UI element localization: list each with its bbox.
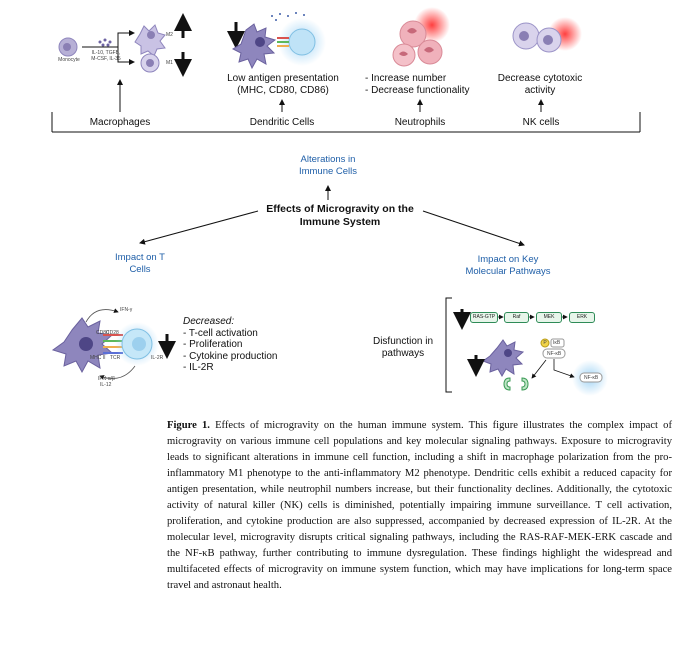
tcell-tiny-ifnab: IFN-α/β (98, 376, 115, 382)
cytokine-dots (98, 38, 112, 47)
nfkb1-label: NF-κB (547, 351, 562, 357)
m2-label: M2 (166, 32, 173, 38)
cells-bracket (51, 112, 641, 133)
tcell-tiny-mhc: MHC II (90, 355, 106, 361)
decreased-item: - IL-2R (183, 362, 214, 373)
tcell-tiny-il12: IL-12 (100, 382, 112, 388)
nk-cells-label: NK cells (522, 117, 560, 128)
tcell-tiny-ifng: IFN-γ (120, 307, 133, 313)
pathway-bracket (445, 297, 452, 393)
nfkb-to-degradation (531, 359, 547, 379)
cascade-ras: RAS-GTP (470, 312, 498, 323)
decreased-item: - Cytokine production (183, 350, 278, 362)
decreased-item: - T-cell activation (183, 327, 258, 339)
neutrophil-cells (392, 20, 443, 67)
caption-label: Figure 1. (167, 420, 210, 431)
nk-cells (512, 22, 562, 53)
m2-branch-arrow (117, 30, 135, 47)
tcell-tiny-il2r: IL-2R (151, 355, 164, 361)
m1-macrophage-cell (140, 53, 160, 73)
ikb-shape (550, 338, 565, 348)
nfkb2-label: NF-κB (584, 375, 599, 381)
nfkb-macrophage (481, 339, 525, 378)
tcell-tiny-cd80: CD80 (96, 330, 109, 336)
to-pathway-arrow (422, 210, 525, 247)
monocyte-cell (58, 37, 78, 57)
neutrophil-effect: - Increase number - Decrease functionali… (365, 73, 470, 96)
phospho-p-circle (540, 338, 550, 348)
cascade-mek: MEK (536, 312, 562, 323)
main-title: Effects of Microgravity on the Immune Sy… (266, 203, 414, 228)
tcell-heading: Impact on T Cells (115, 252, 165, 275)
phospho-p-label: P (543, 340, 547, 346)
to-tcell-arrow (139, 210, 259, 245)
dendritic-cell (231, 23, 277, 70)
tcell-feedback-bottom (99, 365, 136, 380)
alterations-heading: Alterations in Immune Cells (298, 154, 358, 177)
cascade-raf: Raf (504, 312, 529, 323)
cytokine-label: IL-10, TGFB, M-CSF, IL-35 (91, 50, 121, 62)
proteasome-shapes (503, 377, 529, 391)
dendritic-effect: Low antigen presentation (MHC, CD80, CD8… (227, 73, 339, 96)
dendritic-cells-label: Dendritic Cells (249, 117, 315, 128)
tcell-decreased-list: Decreased: - T-cell activation - Prolife… (183, 316, 278, 374)
tcell-partner-cell (288, 28, 316, 56)
nk-effect: Decrease cytotoxic activity (497, 73, 583, 96)
m1-branch-arrow (117, 47, 135, 65)
decreased-heading: Decreased: (183, 316, 235, 327)
tcell-feedback-top (85, 308, 119, 323)
tcell-tiny-tcr: TCR (110, 355, 121, 361)
macrophages-label: Macrophages (89, 117, 151, 128)
decreased-item: - Proliferation (183, 339, 243, 350)
cascade-erk: ERK (569, 312, 595, 323)
m2-macrophage-cell (134, 24, 166, 57)
pathways-heading: Impact on Key Molecular Pathways (465, 254, 551, 277)
neutrophils-label: Neutrophils (394, 117, 446, 128)
figure-caption: Figure 1. Effects of microgravity on the… (167, 418, 672, 594)
tcell-tiny-cd28: CD28 (106, 330, 119, 336)
ikb-label: IκB (553, 340, 561, 346)
nfkb2-shape (579, 372, 603, 383)
caption-text: Effects of microgravity on the human imm… (167, 420, 672, 591)
antigen-dots (271, 12, 305, 21)
m1-label: M1 (166, 60, 173, 66)
nfkb1-shape (542, 348, 566, 359)
pathway-dysfunction-label: Disfunction in pathways (372, 336, 434, 359)
receptor-lines (277, 37, 289, 47)
tcell-nucleus (132, 337, 146, 351)
apc-cell (51, 317, 114, 374)
nfkb-to-nucleus (553, 359, 575, 378)
monocyte-label: Monocyte (58, 57, 80, 63)
